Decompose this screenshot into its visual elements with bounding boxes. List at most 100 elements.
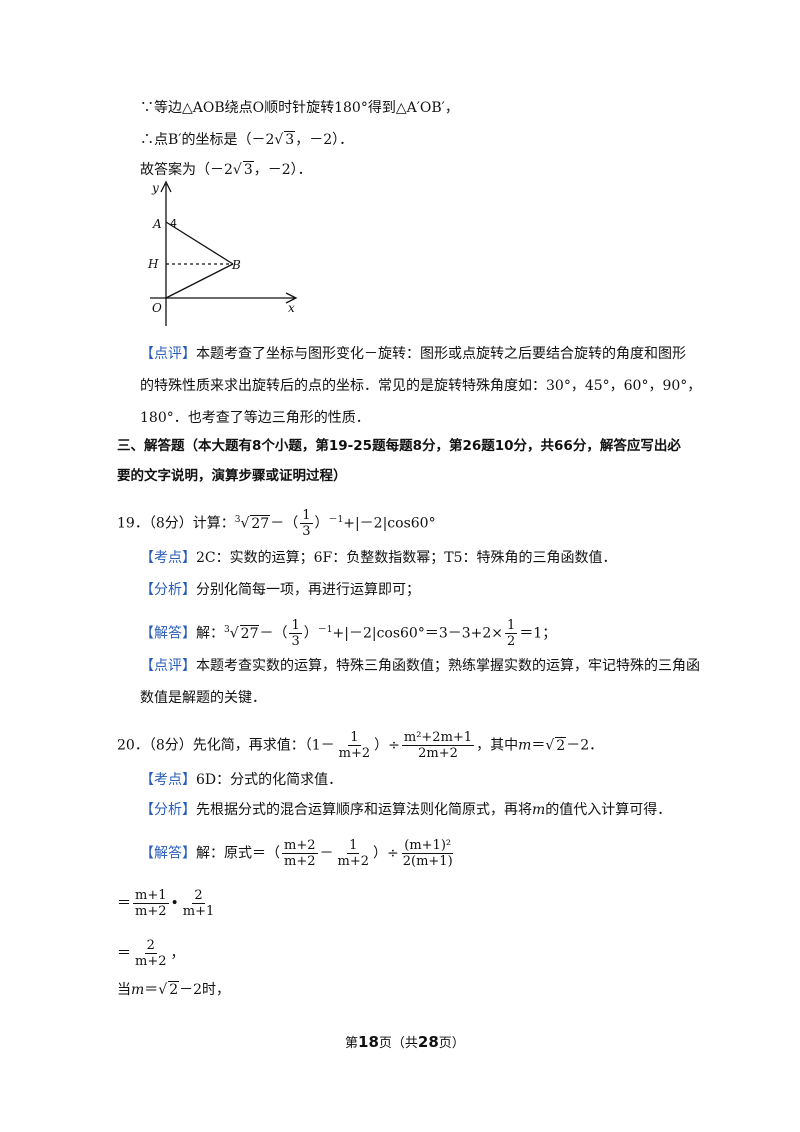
kaodian-tag: 【考点】	[140, 550, 196, 566]
x-arrow	[285, 292, 298, 304]
total-pages: 28	[417, 1033, 439, 1051]
q20-jieda-div: ）÷	[373, 845, 399, 862]
q19-root-index: 3	[234, 514, 241, 525]
q19-fenxi: 【分析】分别化简每一项，再进行运算即可；	[140, 580, 420, 600]
q20-jieda-minus: －	[319, 845, 334, 862]
q20-suffix: ，其中	[476, 737, 519, 754]
solution-line-2: ∴点B′的坐标是（－2√3，－2）．	[140, 131, 354, 148]
side-AB	[165, 221, 234, 265]
q20-when-prefix: 当	[117, 982, 131, 998]
q19-kaodian-text: 2C：实数的运算；6F：负整数指数幂；T5：特殊角的三角函数值．	[196, 550, 617, 566]
q19-jieda-paren: ）	[303, 625, 318, 642]
q20-kaodian-text: 6D：分式的化简求值．	[196, 772, 343, 788]
label-4: 4	[170, 217, 177, 230]
q20-fenxi: 【分析】先根据分式的混合运算顺序和运算法则化简原式，再将m的值代入计算可得．	[140, 800, 671, 820]
q19-radicand: 27	[250, 514, 271, 532]
q20-when-radicand: 2	[168, 981, 180, 998]
line2-radicand: 3	[284, 131, 296, 148]
q20-when-eq: ＝	[144, 982, 159, 998]
q19-jieda-root-index: 3	[224, 624, 230, 635]
label-O: O	[152, 301, 162, 315]
solution-line-3: 故答案为（－2√3，－2）．	[140, 161, 312, 178]
q20-fenxi-tag: 【分析】	[140, 802, 196, 818]
side-OB	[165, 263, 234, 299]
line3-prefix: 故答案为（－2	[140, 162, 233, 178]
q19-dianping-text-1: 本题考查实数的运算，特殊三角函数值；熟练掌握实数的运算，牢记特殊的三角函	[196, 658, 700, 674]
q20-fenxi-m: m	[532, 802, 546, 818]
q19-dianping-line-2: 数值是解题的关键．	[140, 690, 266, 706]
q19-dianping-line-1: 【点评】本题考查实数的运算，特殊三角函数值；熟练掌握实数的运算，牢记特殊的三角函	[140, 656, 700, 676]
q20-jieda-tag: 【解答】	[140, 845, 196, 862]
q20-mid: ）÷	[374, 737, 400, 754]
q20-eq: ＝	[531, 737, 546, 754]
comment1-line-1: 【点评】本题考查了坐标与图形变化－旋转：图形或点旋转之后要结合旋转的角度和图形	[140, 344, 686, 364]
footer-prefix: 第	[345, 1036, 359, 1051]
q20-step1-dot: •	[170, 895, 179, 912]
q19-jieda-rest: +|－2|cos60°＝3－3+2×	[332, 625, 504, 642]
q19-end: +|－2|cos60°	[343, 515, 436, 532]
q20-prefix: 20．（8分）先化简，再求值：（1－	[117, 737, 335, 754]
q20-fenxi-text-a: 先根据分式的混合运算顺序和运算法则化简原式，再将	[196, 802, 532, 818]
q19-exponent: －1	[328, 514, 344, 525]
line2-prefix: ∴点B′的坐标是（－2	[140, 132, 275, 148]
q20-kaodian-tag: 【考点】	[140, 772, 196, 788]
q19-jieda-mid: －（	[259, 625, 288, 642]
q20-step2-eq: ＝	[117, 945, 131, 962]
q19-fenxi-text: 分别化简每一项，再进行运算即可；	[196, 582, 420, 598]
label-x: x	[288, 301, 295, 315]
comment1-text-1: 本题考查了坐标与图形变化－旋转：图形或点旋转之后要结合旋转的角度和图形	[196, 346, 686, 362]
comment1-line-3: 180°．也考查了等边三角形的性质．	[140, 410, 370, 426]
q20-when-end: －2时，	[179, 982, 231, 998]
footer-mid: 页（共	[378, 1036, 418, 1051]
label-H: H	[147, 257, 159, 271]
coordinate-figure: y x A H B O 4	[147, 180, 298, 326]
label-B: B	[231, 258, 241, 272]
label-A: A	[152, 217, 162, 231]
q20-fenxi-text-b: 的值代入计算可得．	[545, 802, 672, 818]
page-footer: 第18页（共28页）	[345, 1032, 465, 1054]
q20-kaodian: 【考点】6D：分式的化简求值．	[140, 770, 342, 790]
q20-end: －2．	[566, 737, 604, 754]
q20-var-m: m	[518, 737, 532, 754]
line3-radicand: 3	[242, 161, 254, 178]
q19-jieda-prefix: 解：	[196, 625, 224, 642]
q20-step2-end: ，	[170, 945, 185, 962]
solution-line-1: ∵等边△AOB绕点O顺时针旋转180°得到△A′OB′，	[140, 100, 459, 116]
page-number: 18	[358, 1033, 379, 1051]
q19-jieda-radicand: 27	[239, 624, 260, 642]
q20-jieda-prefix: 解：原式＝（	[196, 845, 280, 862]
q19-kaodian: 【考点】2C：实数的运算；6F：负整数指数幂；T5：特殊角的三角函数值．	[140, 548, 616, 568]
q19-jieda-exponent: －1	[317, 624, 333, 635]
comment1-line-2: 的特殊性质来求出旋转后的点的坐标．常见的是旋转特殊角度如：30°，45°，60°…	[140, 378, 702, 394]
q19-paren: ）	[314, 515, 329, 532]
q20-when: 当m＝√2－2时，	[117, 981, 231, 998]
q20-radicand: 2	[555, 736, 567, 754]
footer-suffix: 页）	[438, 1036, 465, 1051]
q20-when-m: m	[131, 982, 145, 998]
q19-jieda-end: ＝1；	[519, 625, 557, 642]
section-heading-line-1: 三、解答题（本大题有8个小题，第19-25题每题8分，第26题10分，共66分，…	[117, 438, 681, 454]
q19-mid: －（	[270, 515, 299, 532]
line3-suffix: ，－2）．	[253, 162, 312, 178]
jieda-tag: 【解答】	[140, 625, 196, 642]
dianping-tag: 【点评】	[140, 346, 196, 362]
q20-step1-eq: ＝	[117, 895, 131, 912]
y-arrow	[160, 180, 172, 193]
fenxi-tag: 【分析】	[140, 582, 196, 598]
line2-suffix: ，－2）．	[295, 132, 354, 148]
